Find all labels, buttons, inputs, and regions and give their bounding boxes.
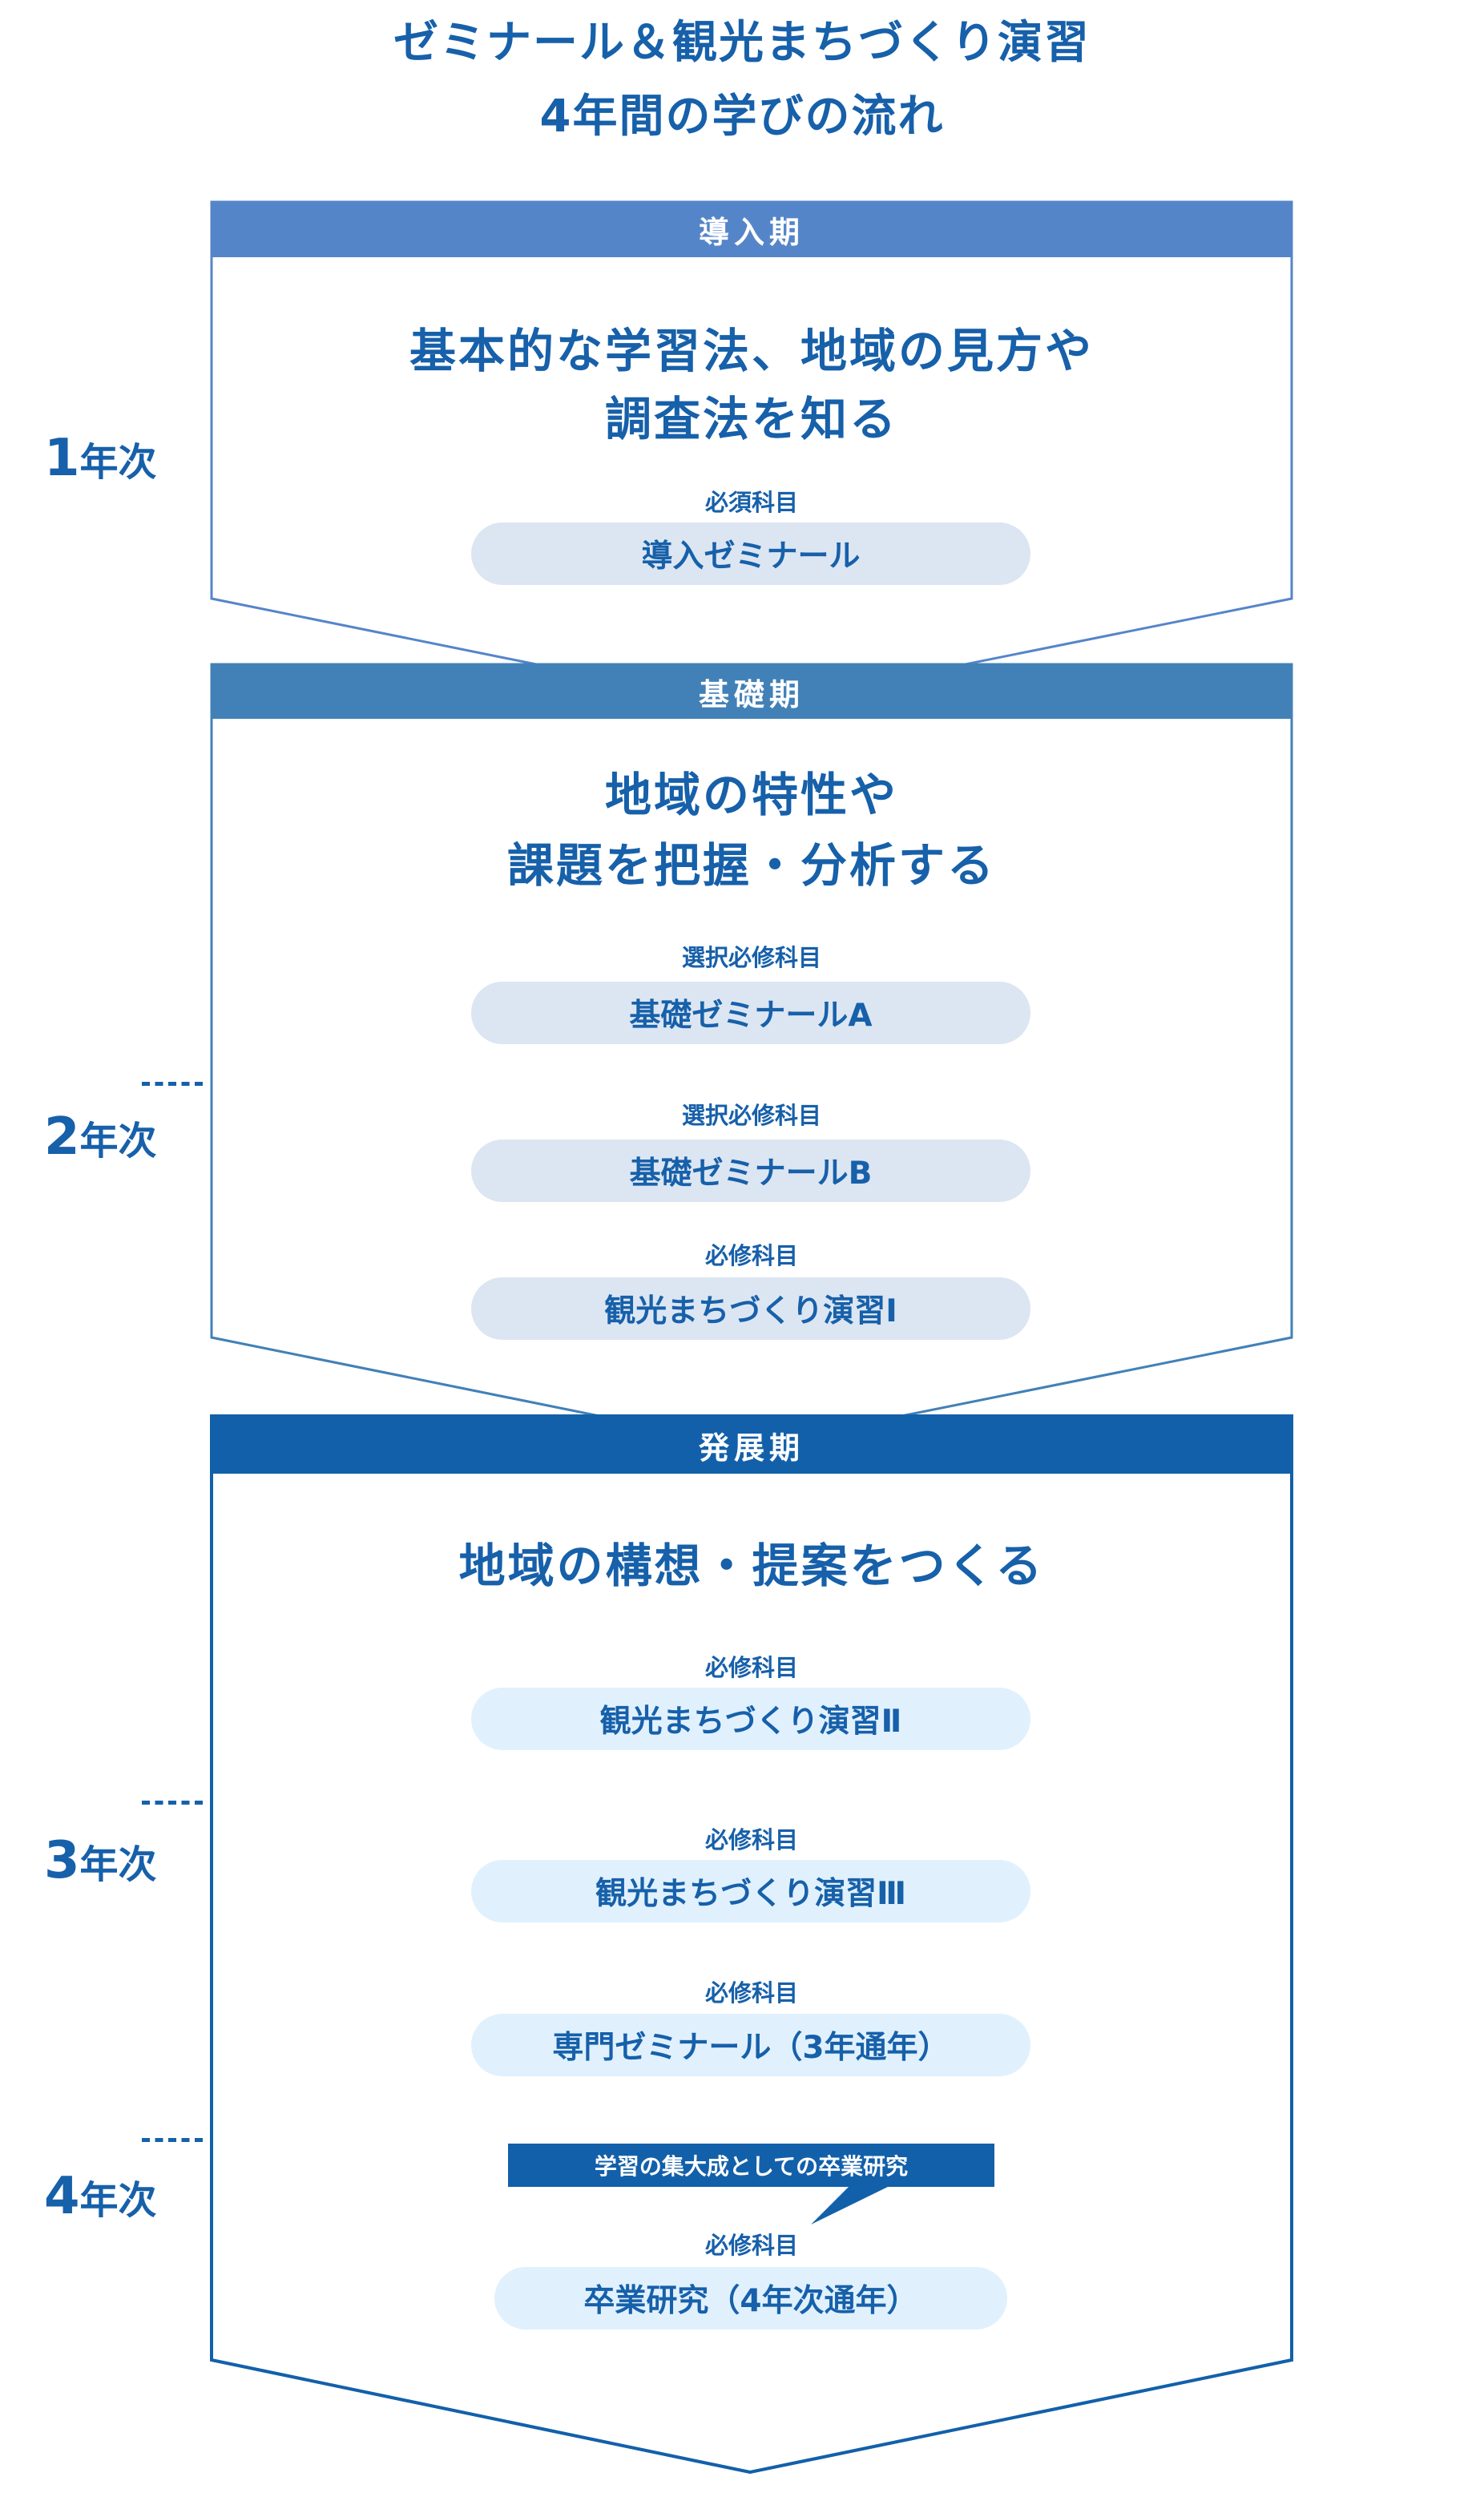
phase-header-basic: 基礎期: [211, 664, 1292, 719]
course-type-label: 選択必修科目: [681, 1102, 821, 1129]
course-type-label: 必修科目: [704, 1654, 798, 1681]
course-pill: 観光まちづくり演習Ⅲ: [471, 1860, 1030, 1922]
phase2-heading-line1: 地域の特性や: [604, 768, 898, 822]
diagram-title-line2: 4年間の学びの流れ: [539, 91, 945, 143]
year-label-4: 4年次: [44, 2167, 157, 2226]
course-pill: 基礎ゼミナールB: [471, 1140, 1030, 1202]
course-type-label: 必修科目: [704, 1979, 798, 2007]
course-pill: 観光まちづくり演習Ⅰ: [471, 1277, 1030, 1340]
year-label-2: 2年次: [44, 1107, 157, 1167]
course-pill: 基礎ゼミナールA: [471, 982, 1030, 1044]
course-pill: 観光まちづくり演習Ⅱ: [471, 1688, 1030, 1750]
year-label-3: 3年次: [44, 1831, 157, 1890]
course-type-label: 必須科目: [704, 489, 798, 516]
course-pill: 専門ゼミナール（3年通年）: [471, 2014, 1030, 2076]
phase1-heading-line1: 基本的な学習法、地域の見方や: [409, 324, 1094, 378]
phase1-panel: [210, 200, 1293, 709]
phase-header-intro: 導入期: [211, 202, 1292, 257]
phase2-heading-line2: 課題を把握・分析する: [506, 838, 996, 893]
graduation-research-callout: 学習の集大成としての卒業研究: [508, 2144, 994, 2187]
year-divider: [142, 1801, 203, 1805]
course-type-label: 必修科目: [704, 1242, 798, 1269]
course-pill: 導入ゼミナール: [471, 522, 1030, 585]
diagram-title-line1: ゼミナール＆観光まちづくり演習: [393, 17, 1091, 69]
course-type-label: 必修科目: [704, 2232, 798, 2259]
phase3-heading: 地域の構想・提案をつくる: [458, 1539, 1045, 1593]
year-divider: [142, 2138, 203, 2142]
phase-header-advanced: 発展期: [211, 1416, 1292, 1474]
course-type-label: 選択必修科目: [681, 944, 821, 971]
course-type-label: 必修科目: [704, 1826, 798, 1854]
phase1-heading-line2: 調査法を知る: [604, 392, 898, 446]
course-pill: 卒業研究（4年次通年）: [494, 2267, 1007, 2330]
year-label-1: 1年次: [44, 429, 157, 488]
year-divider: [142, 1082, 203, 1086]
